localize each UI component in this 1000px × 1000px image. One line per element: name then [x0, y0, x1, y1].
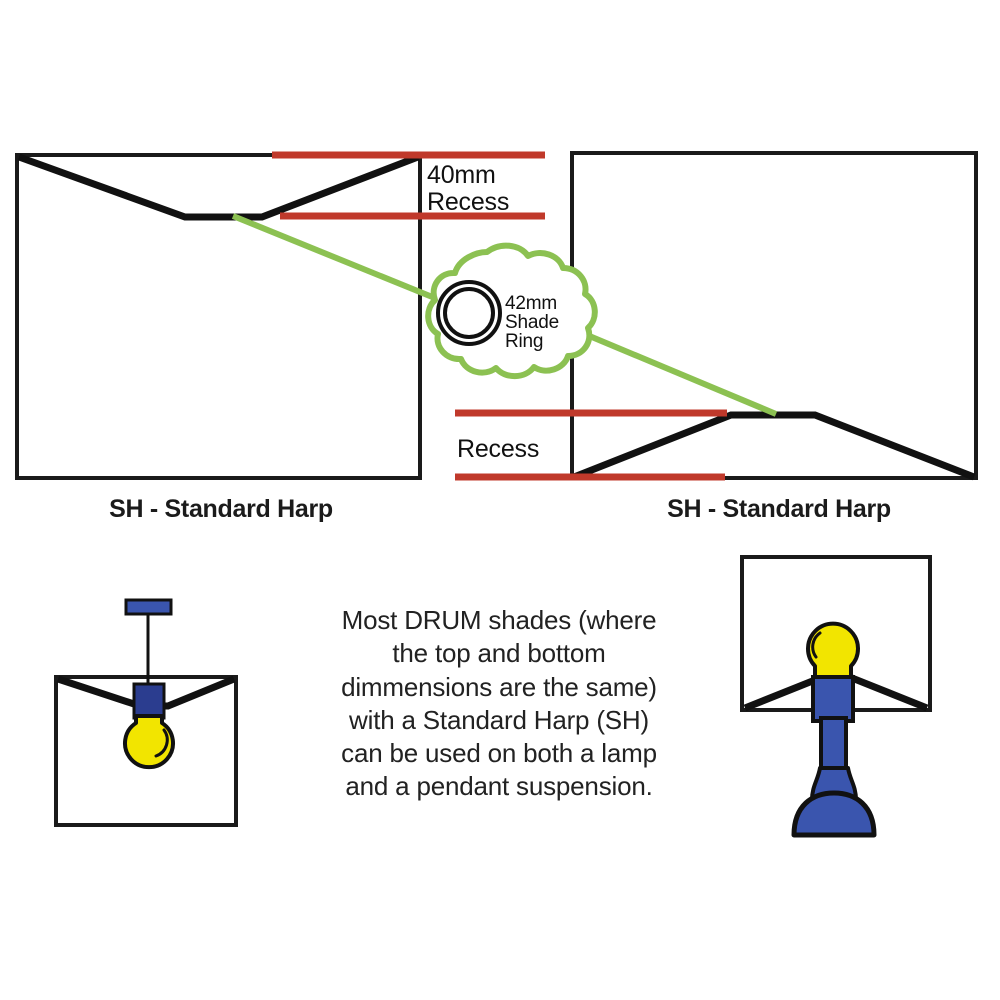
- recess-lower-dimension-group: [455, 409, 727, 481]
- right-figure-caption: SH - Standard Harp: [667, 495, 891, 523]
- lamp-holder: [811, 675, 855, 723]
- blurb-line-1: Most DRUM shades (where: [341, 605, 657, 635]
- pendant-suspension-illustration: [54, 598, 238, 827]
- recess-lower-label: Recess: [457, 435, 540, 463]
- left-shade-group: [15, 153, 422, 480]
- recess-40mm-dimension-group: [272, 151, 545, 220]
- leader-line-right: [554, 319, 778, 417]
- blurb-line-3: dimmensions are the same): [341, 671, 657, 702]
- lamp-bulb-glass: [806, 621, 860, 692]
- descriptive-blurb: Most DRUM shades (where the top and bott…: [299, 604, 699, 804]
- pendant-lamp-holder: [132, 682, 166, 720]
- shade-ring-label-line2: Shade: [505, 312, 559, 333]
- left-shade-outline: [15, 153, 422, 480]
- blurb-line-4: with a Standard Harp (SH): [349, 704, 649, 735]
- blurb-line-6: and a pendant suspension.: [345, 771, 653, 802]
- shade-ring-inner-circle: [443, 287, 495, 339]
- pendant-bulb-highlight: [154, 728, 169, 758]
- shade-ring-callout-group: [425, 242, 598, 380]
- pendant-ceiling-plate: [124, 598, 173, 616]
- right-shade-group: [570, 151, 978, 481]
- leader-line-left: [231, 213, 454, 308]
- left-harp-profile: [17, 153, 420, 221]
- recess-40mm-label-line1: 40mm: [427, 161, 496, 189]
- shade-ring-label-line1: 42mm: [505, 293, 557, 314]
- shade-ring-outer-circle: [436, 280, 502, 346]
- blurb-line-2: the top and bottom: [392, 638, 606, 669]
- callout-leader-lines: [231, 213, 778, 417]
- shade-ring-label-line3: Ring: [505, 331, 544, 352]
- left-figure-caption: SH - Standard Harp: [109, 495, 333, 523]
- blurb-line-5: can be used on both a lamp: [341, 738, 657, 769]
- lamp-base-foot: [791, 790, 877, 838]
- lamp-bulb-highlight: [811, 631, 822, 659]
- right-shade-outline: [570, 151, 978, 480]
- recess-40mm-label-line2: Recess: [427, 188, 510, 216]
- table-lamp-illustration: [740, 555, 932, 838]
